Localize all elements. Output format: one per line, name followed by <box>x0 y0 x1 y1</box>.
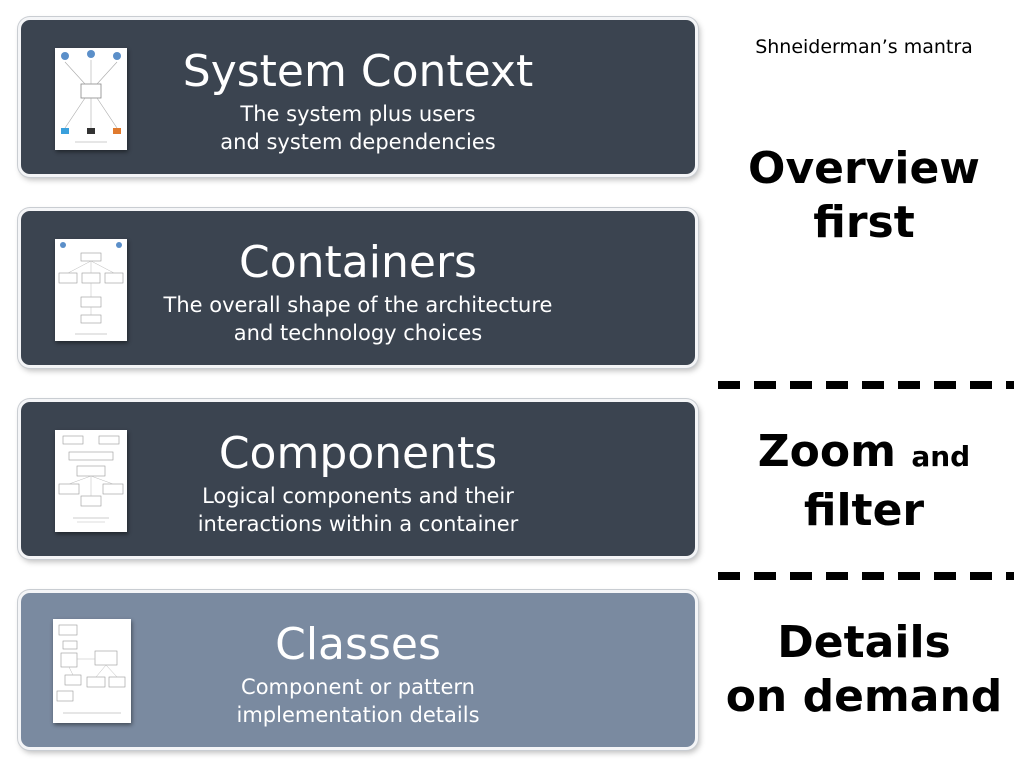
phase-line: Overview <box>748 143 980 194</box>
phase-line: first <box>813 197 915 248</box>
level-description-line: Component or pattern <box>241 675 475 699</box>
level-description: Logical components and their interaction… <box>21 482 695 538</box>
phase-word: Zoom <box>757 426 896 477</box>
level-description: Component or pattern implementation deta… <box>21 673 695 729</box>
phase-word: and <box>911 440 971 473</box>
level-title: Classes <box>275 619 441 670</box>
containers-diagram-thumbnail <box>55 239 127 341</box>
level-description-line: interactions within a container <box>197 512 519 536</box>
level-description-line: implementation details <box>236 703 480 727</box>
mantra-label: Shneiderman’s mantra <box>755 36 973 58</box>
classes-diagram-thumbnail <box>53 619 131 723</box>
system-context-diagram-thumbnail <box>55 48 127 150</box>
level-containers: Containers The overall shape of the arch… <box>18 208 698 368</box>
level-description-line: The overall shape of the architecture <box>163 293 553 317</box>
phase-line: Zoom and <box>718 425 1010 484</box>
divider-dashed-line <box>718 381 1014 389</box>
level-description-line: The system plus users <box>240 102 476 126</box>
level-description: The system plus users and system depende… <box>21 100 695 156</box>
level-system-context: System Context The system plus users and… <box>18 17 698 177</box>
level-title: Components <box>218 428 498 479</box>
level-title: Containers <box>239 237 477 288</box>
phase-line: Details <box>777 617 951 668</box>
level-description-line: Logical components and their <box>202 484 514 508</box>
level-description-line: and system dependencies <box>220 130 496 154</box>
divider-dashed-line <box>718 572 1014 580</box>
phase-overview-first: Overview first <box>718 142 1010 250</box>
level-title: System Context <box>182 46 534 97</box>
components-diagram-thumbnail <box>55 430 127 532</box>
phase-line: on demand <box>725 671 1003 722</box>
level-description: The overall shape of the architecture an… <box>21 291 695 347</box>
phase-line: filter <box>803 485 925 536</box>
level-components: Components Logical components and their … <box>18 399 698 559</box>
level-description-line: and technology choices <box>233 321 483 345</box>
level-classes: Classes Component or pattern implementat… <box>18 590 698 750</box>
phase-zoom-and-filter: Zoom and filter <box>718 425 1010 538</box>
phase-details-on-demand: Details on demand <box>718 616 1010 724</box>
